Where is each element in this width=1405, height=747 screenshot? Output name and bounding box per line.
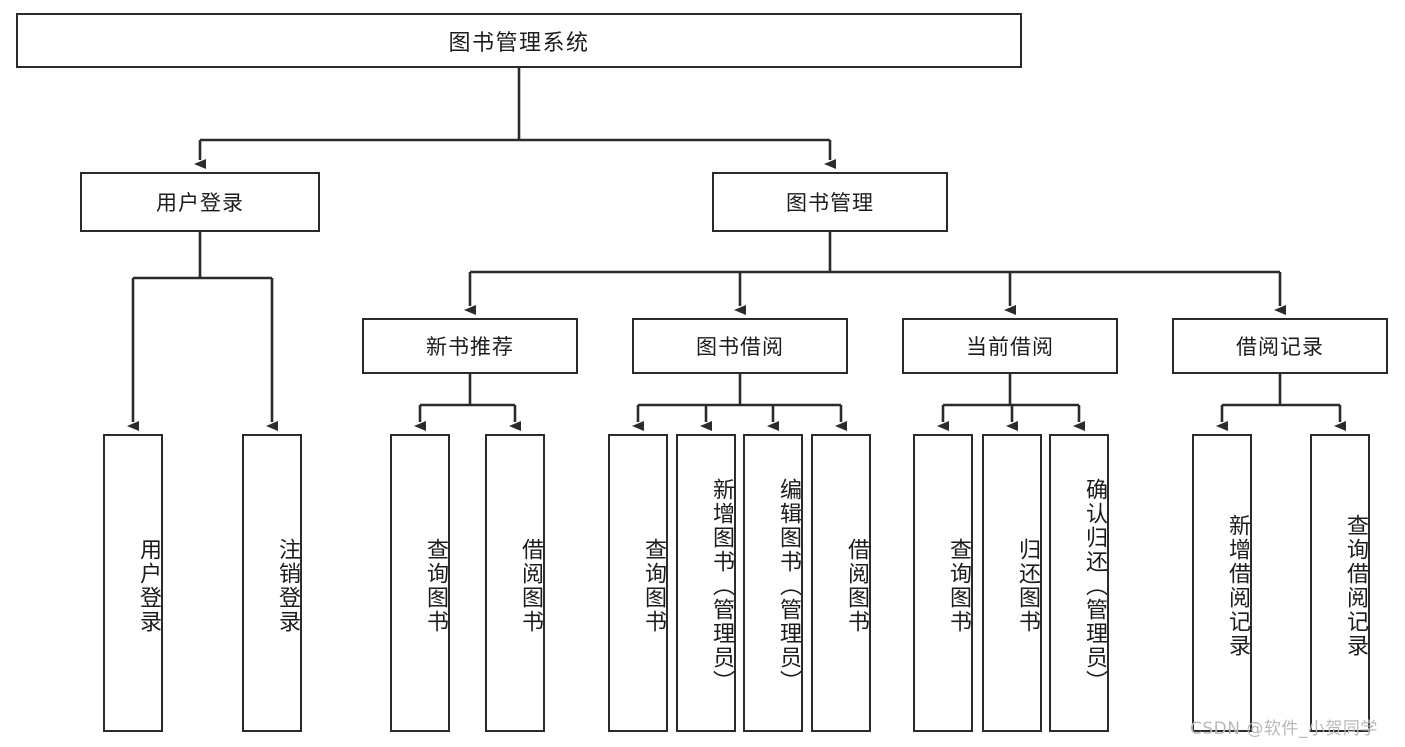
node-level2-1[interactable]: 图书管理 bbox=[712, 172, 948, 232]
node-leaf-10[interactable]: 确认归还（管理员） bbox=[1049, 434, 1109, 732]
node-leaf-3[interactable]: 借阅图书 bbox=[485, 434, 545, 732]
node-level3-label: 新书推荐 bbox=[426, 335, 514, 359]
node-leaf-label: 新增借阅记录 bbox=[1225, 514, 1250, 658]
node-leaf-6[interactable]: 编辑图书（管理员） bbox=[743, 434, 803, 732]
node-leaf-0[interactable]: 用户登录 bbox=[103, 434, 163, 732]
node-leaf-label: 借阅图书 bbox=[844, 538, 869, 634]
node-leaf-label: 归还图书 bbox=[1015, 538, 1040, 634]
node-level3-2[interactable]: 当前借阅 bbox=[902, 318, 1118, 374]
node-leaf-8[interactable]: 查询图书 bbox=[913, 434, 973, 732]
node-leaf-7[interactable]: 借阅图书 bbox=[811, 434, 871, 732]
node-leaf-label: 用户登录 bbox=[136, 538, 161, 634]
node-leaf-label: 查询图书 bbox=[423, 538, 448, 634]
node-leaf-label: 编辑图书（管理员） bbox=[776, 478, 801, 694]
node-leaf-label: 确认归还（管理员） bbox=[1082, 478, 1107, 694]
node-leaf-label: 查询借阅记录 bbox=[1343, 514, 1368, 658]
node-level2-label: 用户登录 bbox=[156, 191, 244, 215]
node-leaf-label: 查询图书 bbox=[641, 538, 666, 634]
node-leaf-11[interactable]: 新增借阅记录 bbox=[1192, 434, 1252, 732]
node-level3-1[interactable]: 图书借阅 bbox=[632, 318, 848, 374]
node-leaf-1[interactable]: 注销登录 bbox=[242, 434, 302, 732]
node-level2-label: 图书管理 bbox=[786, 191, 874, 215]
node-leaf-label: 借阅图书 bbox=[518, 538, 543, 634]
node-level3-label: 当前借阅 bbox=[966, 335, 1054, 359]
watermark: CSDN @软件_小贺同学 bbox=[1190, 719, 1378, 739]
node-leaf-4[interactable]: 查询图书 bbox=[608, 434, 668, 732]
node-level2-0[interactable]: 用户登录 bbox=[80, 172, 320, 232]
connectors bbox=[127, 68, 1346, 431]
node-leaf-12[interactable]: 查询借阅记录 bbox=[1310, 434, 1370, 732]
node-level3-3[interactable]: 借阅记录 bbox=[1172, 318, 1388, 374]
node-leaf-label: 注销登录 bbox=[275, 538, 300, 634]
node-level3-label: 图书借阅 bbox=[696, 335, 784, 359]
node-leaf-9[interactable]: 归还图书 bbox=[982, 434, 1042, 732]
node-leaf-label: 查询图书 bbox=[946, 538, 971, 634]
node-leaf-5[interactable]: 新增图书（管理员） bbox=[676, 434, 736, 732]
node-root-label: 图书管理系统 bbox=[448, 30, 590, 56]
node-leaf-label: 新增图书（管理员） bbox=[709, 478, 734, 694]
node-leaf-2[interactable]: 查询图书 bbox=[390, 434, 450, 732]
node-level3-label: 借阅记录 bbox=[1236, 335, 1324, 359]
node-level3-0[interactable]: 新书推荐 bbox=[362, 318, 578, 374]
node-root[interactable]: 图书管理系统 bbox=[16, 13, 1022, 68]
